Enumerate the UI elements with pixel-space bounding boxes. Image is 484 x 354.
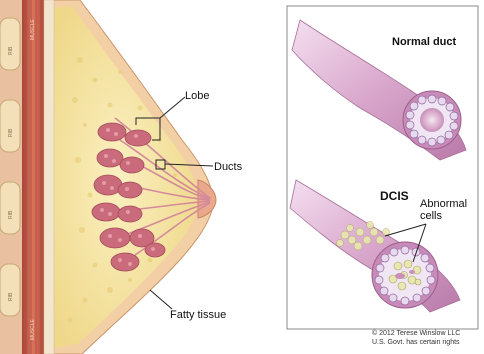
lobe-leader-line [160,97,185,118]
lobule [125,130,151,146]
fatty-tissue-leader-line [150,290,172,309]
normal-duct-label: Normal duct [392,36,456,48]
lobule [145,243,165,257]
rib-label: RIB [8,210,14,219]
rib [0,182,20,234]
rib-label: RIB [8,46,14,55]
lobule [118,206,142,222]
lobule [97,149,123,167]
lobule [111,253,139,271]
normal-duct-lumen [420,108,444,132]
copyright-line1: © 2012 Terese Winslow LLC [372,330,460,339]
abnormal-cells-label: Abnormal cells [420,199,467,222]
lobule [98,123,126,141]
dcis-lumen-gap [395,273,405,279]
abnormal-cells-label-line1: Abnormal [420,199,467,211]
dcis-label: DCIS [380,190,409,203]
lobule [100,228,130,248]
lobule [94,175,122,195]
lobule [92,203,120,221]
muscle-label: MUSCLE [30,18,36,40]
abnormal-cells-label-line2: cells [420,211,467,223]
copyright-line2: U.S. Govt. has certain rights [372,339,460,348]
lobule [118,182,142,198]
lobe-label: Lobe [185,90,209,102]
copyright-notice: © 2012 Terese Winslow LLC U.S. Govt. has… [372,330,460,348]
fascia-layer [44,0,54,354]
rib-label: RIB [8,128,14,137]
breast-cross-section: RIB RIB RIB RIB MUSCLE MUSCLE [0,0,216,354]
rib [0,264,20,316]
fatty-tissue-region [52,6,199,348]
lobule [120,157,144,173]
ducts-label: Ducts [214,161,242,173]
rib [0,100,20,152]
rib-label: RIB [8,292,14,301]
muscle-label: MUSCLE [30,318,36,340]
rib [0,18,20,70]
dcis-lumen-gap [409,270,415,274]
fatty-tissue-label: Fatty tissue [170,309,226,321]
